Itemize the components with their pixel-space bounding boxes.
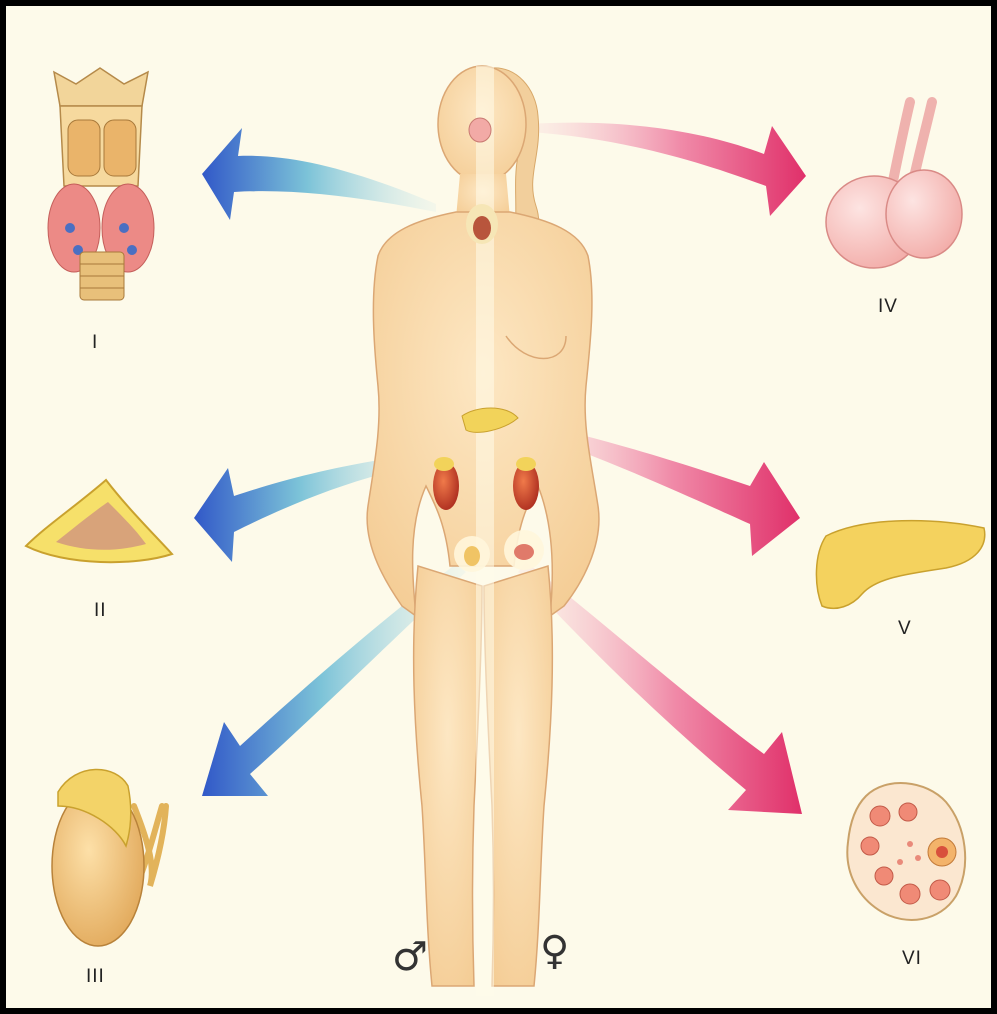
- gland-ii-adrenal: [26, 480, 172, 562]
- gland-vi-ovary: [847, 783, 965, 920]
- gland-v-pancreas: [816, 521, 984, 609]
- label-vi: VI: [902, 948, 922, 970]
- label-i: I: [92, 332, 98, 354]
- gland-iv-pituitary: [826, 102, 962, 268]
- arrow-to-pituitary: [528, 123, 806, 216]
- label-iv: IV: [878, 296, 898, 318]
- male-symbol: ♂: [392, 934, 428, 980]
- female-symbol: ♀: [540, 928, 569, 974]
- gland-iii-testis: [52, 769, 166, 946]
- endocrine-diagram: [6, 6, 991, 1008]
- arrow-to-thyroid: [202, 128, 436, 220]
- gland-i-thyroid: [48, 68, 154, 300]
- label-v: V: [898, 618, 912, 640]
- label-iii: III: [86, 966, 105, 988]
- label-ii: II: [94, 600, 107, 622]
